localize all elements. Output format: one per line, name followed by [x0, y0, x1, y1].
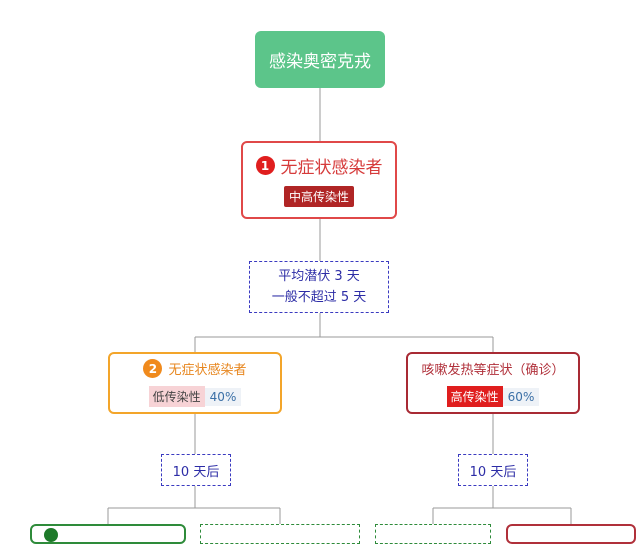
bottom-node-1-partial [30, 524, 186, 544]
node2-infectivity-tag: 低传染性 [148, 386, 205, 407]
number-badge-1: 1 [255, 156, 275, 175]
latency-box: 平均潜伏 3 天 一般不超过 5 天 [249, 261, 389, 313]
latency-line1: 平均潜伏 3 天 [278, 269, 360, 284]
node3-title: 咳嗽发热等症状（确诊） [421, 363, 565, 378]
after-10-days-right: 10 天后 [458, 454, 528, 486]
bottom-node-3-partial [375, 524, 491, 544]
bottom-node-4-partial [506, 524, 636, 544]
node1-title: 无症状感染者 [280, 158, 383, 178]
connector-lines [107, 88, 572, 524]
node3-infectivity-tag: 高传染性 [446, 386, 503, 407]
number-badge-2: 2 [143, 359, 163, 378]
asymptomatic-node-1: 1 无症状感染者 中高传染性 [241, 141, 397, 219]
after-left-label: 10 天后 [172, 464, 220, 480]
root-label: 感染奥密克戎 [269, 52, 371, 72]
after-10-days-left: 10 天后 [161, 454, 231, 486]
root-node: 感染奥密克戎 [255, 31, 385, 88]
node1-infectivity-tag: 中高传染性 [283, 186, 354, 207]
bottom-node-2-partial [200, 524, 360, 544]
asymptomatic-node-2: 2 无症状感染者 低传染性 40% [108, 352, 282, 414]
after-right-label: 10 天后 [469, 464, 517, 480]
node3-percent: 60% [502, 387, 540, 406]
number-badge-partial [44, 528, 58, 542]
latency-line2: 一般不超过 5 天 [271, 290, 367, 305]
diagram-canvas: 感染奥密克戎 1 无症状感染者 中高传染性 平均潜伏 3 天 一般不超过 5 天… [30, 31, 636, 544]
node2-percent: 40% [204, 387, 242, 406]
symptomatic-node: 咳嗽发热等症状（确诊） 高传染性 60% [406, 352, 580, 414]
node2-title: 无症状感染者 [168, 363, 247, 378]
